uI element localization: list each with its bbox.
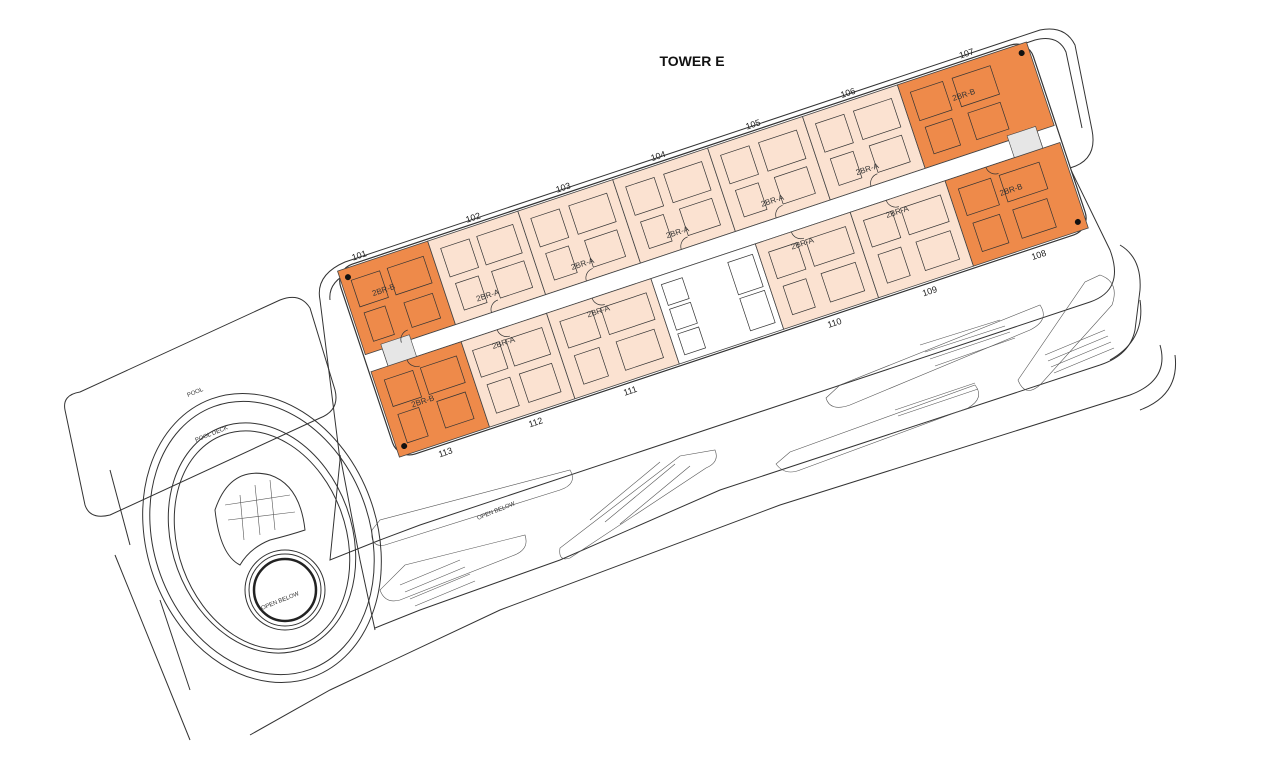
unit-number: 101 bbox=[351, 248, 368, 262]
unit-108[interactable] bbox=[944, 142, 1089, 267]
unit-number: 113 bbox=[437, 445, 454, 459]
unit-number: 112 bbox=[527, 415, 544, 429]
open-below-round-label: OPEN BELOW bbox=[261, 591, 301, 612]
unit-number: 104 bbox=[649, 149, 666, 163]
unit-number: 111 bbox=[622, 384, 638, 398]
tower-floor: 101 102 103 104 105 106 107 113 112 111 … bbox=[337, 41, 1089, 459]
unit-number: 105 bbox=[744, 117, 761, 131]
unit-number: 106 bbox=[839, 86, 856, 100]
tower-title: TOWER E bbox=[659, 53, 724, 69]
site-outline bbox=[249, 28, 1177, 736]
unit-number: 108 bbox=[1030, 248, 1047, 262]
unit-number: 107 bbox=[958, 46, 975, 60]
pool-area: POOL POOL DECK OPEN BELOW OPEN BELOW bbox=[64, 296, 516, 741]
unit-number: 109 bbox=[921, 284, 938, 298]
unit-number: 103 bbox=[555, 180, 572, 194]
unit-number: 110 bbox=[826, 316, 843, 330]
unit-number: 102 bbox=[464, 210, 481, 224]
pool-label: POOL bbox=[187, 387, 205, 399]
